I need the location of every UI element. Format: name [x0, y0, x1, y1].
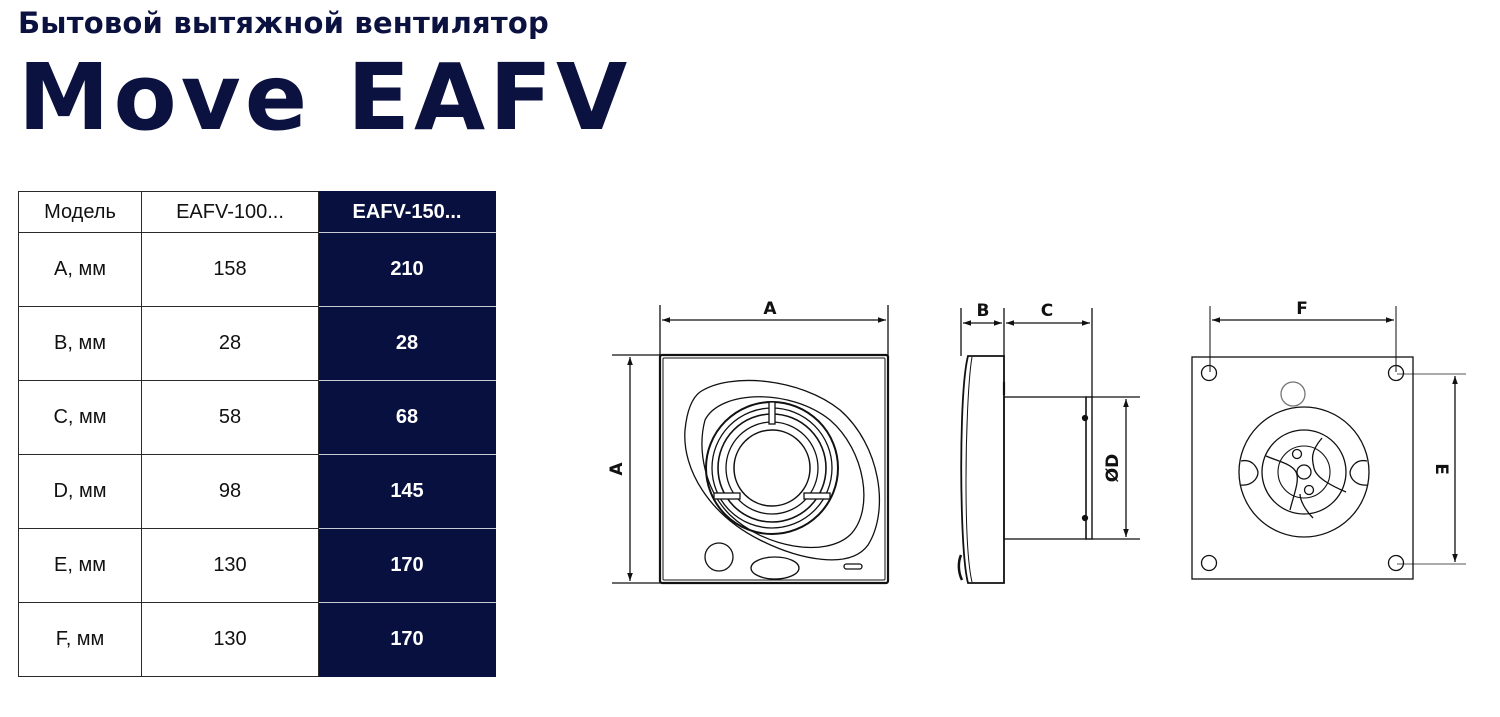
table-row: B, мм 28 28	[18, 306, 496, 381]
front-height-label: A	[607, 462, 627, 476]
side-c-label: C	[1041, 301, 1053, 321]
table-row: A, мм 158 210	[18, 232, 496, 307]
product-subtitle: Бытовой вытяжной вентилятор	[18, 6, 549, 40]
table-header-row: Модель EAFV-100... EAFV-150...	[18, 191, 496, 233]
cell-eafv-100: 58	[141, 380, 319, 455]
side-view-drawing	[957, 308, 1140, 584]
product-title: Move EAFV	[18, 44, 632, 151]
cell-eafv-100: 98	[141, 454, 319, 529]
row-label: E, мм	[18, 528, 142, 603]
back-view-drawing	[1191, 306, 1466, 580]
row-label: A, мм	[18, 232, 142, 307]
cell-eafv-150: 210	[318, 232, 496, 307]
row-label: D, мм	[18, 454, 142, 529]
cell-eafv-150: 28	[318, 306, 496, 381]
cell-eafv-150: 170	[318, 528, 496, 603]
cell-eafv-150: 68	[318, 380, 496, 455]
table-row: D, мм 98 145	[18, 454, 496, 529]
back-e-label: E	[1431, 463, 1451, 475]
row-label: B, мм	[18, 306, 142, 381]
front-width-label: A	[763, 299, 777, 319]
table-row: F, мм 130 170	[18, 602, 496, 677]
side-d-label: ØD	[1103, 454, 1123, 483]
header-model: Модель	[18, 191, 142, 233]
table-row: C, мм 58 68	[18, 380, 496, 455]
row-label: C, мм	[18, 380, 142, 455]
cell-eafv-100: 28	[141, 306, 319, 381]
dimensions-table: Модель EAFV-100... EAFV-150... A, мм 158…	[18, 191, 496, 677]
table-row: E, мм 130 170	[18, 528, 496, 603]
cell-eafv-100: 158	[141, 232, 319, 307]
cell-eafv-100: 130	[141, 528, 319, 603]
front-view-drawing	[612, 305, 890, 585]
back-f-label: F	[1296, 299, 1308, 319]
cell-eafv-150: 145	[318, 454, 496, 529]
cell-eafv-150: 170	[318, 602, 496, 677]
side-b-label: B	[977, 301, 990, 321]
